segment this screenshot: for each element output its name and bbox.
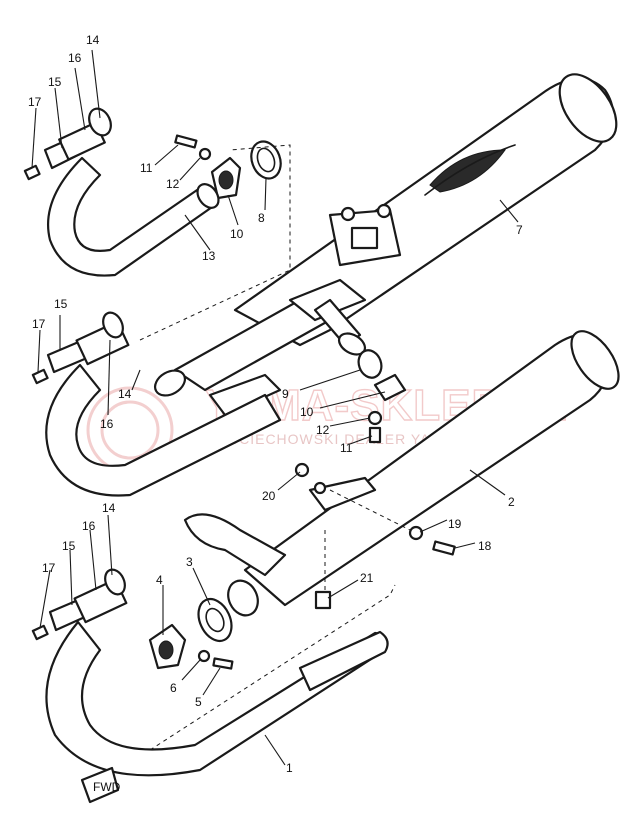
callout-14-middle: 14 — [118, 387, 132, 401]
callout-17-middle: 17 — [32, 317, 46, 331]
callout-6: 6 — [170, 681, 177, 695]
callout-16-middle: 16 — [100, 417, 114, 431]
callout-3: 3 — [186, 555, 193, 569]
callout-9: 9 — [282, 387, 289, 401]
callout-2: 2 — [508, 495, 515, 509]
callout-13: 13 — [202, 249, 216, 263]
callout-7: 7 — [516, 223, 523, 237]
callout-4: 4 — [156, 573, 163, 587]
callout-12-top: 12 — [166, 177, 180, 191]
callout-15-bottom: 15 — [62, 539, 76, 553]
forward-arrow-label: FWD — [93, 780, 121, 794]
leader-lines — [31, 49, 519, 766]
callout-16-bottom: 16 — [82, 519, 96, 533]
balance-pipe — [153, 278, 367, 417]
callout-11-top: 11 — [140, 161, 153, 175]
callout-21: 21 — [360, 571, 374, 585]
callout-10-top: 10 — [230, 227, 244, 241]
callout-18: 18 — [478, 539, 492, 553]
watermark-subtitle: WOJCIECHOWSKI DEALER YAMAHA — [205, 431, 475, 447]
callout-5: 5 — [195, 695, 202, 709]
callout-12-middle: 12 — [316, 423, 330, 437]
exhaust-pipe-middle — [31, 311, 282, 497]
muffler-lower — [183, 330, 620, 607]
callout-10-middle: 10 — [300, 405, 314, 419]
callout-17-bottom: 17 — [42, 561, 56, 575]
callout-11-middle: 11 — [340, 441, 353, 455]
callout-14-top: 14 — [86, 33, 100, 47]
joint-parts-middle — [357, 349, 407, 444]
forward-arrow: FWD — [80, 766, 121, 804]
joint-parts-upper — [139, 134, 291, 341]
exhaust-pipe-1 — [31, 568, 396, 777]
callout-15-top: 15 — [48, 75, 62, 89]
exhaust-pipe-13 — [23, 107, 220, 277]
callout-numbers: 14 16 15 17 11 12 13 10 8 7 15 17 16 14 … — [28, 33, 523, 775]
callout-1: 1 — [286, 761, 293, 775]
muffler-upper — [233, 73, 618, 347]
callout-19: 19 — [448, 517, 462, 531]
callout-14-bottom: 14 — [102, 501, 116, 515]
callout-17-top: 17 — [28, 95, 42, 109]
callout-16-top: 16 — [68, 51, 82, 65]
callout-8: 8 — [258, 211, 265, 225]
callout-20: 20 — [262, 489, 276, 503]
callout-15-middle: 15 — [54, 297, 68, 311]
joint-parts-lower — [148, 462, 456, 670]
